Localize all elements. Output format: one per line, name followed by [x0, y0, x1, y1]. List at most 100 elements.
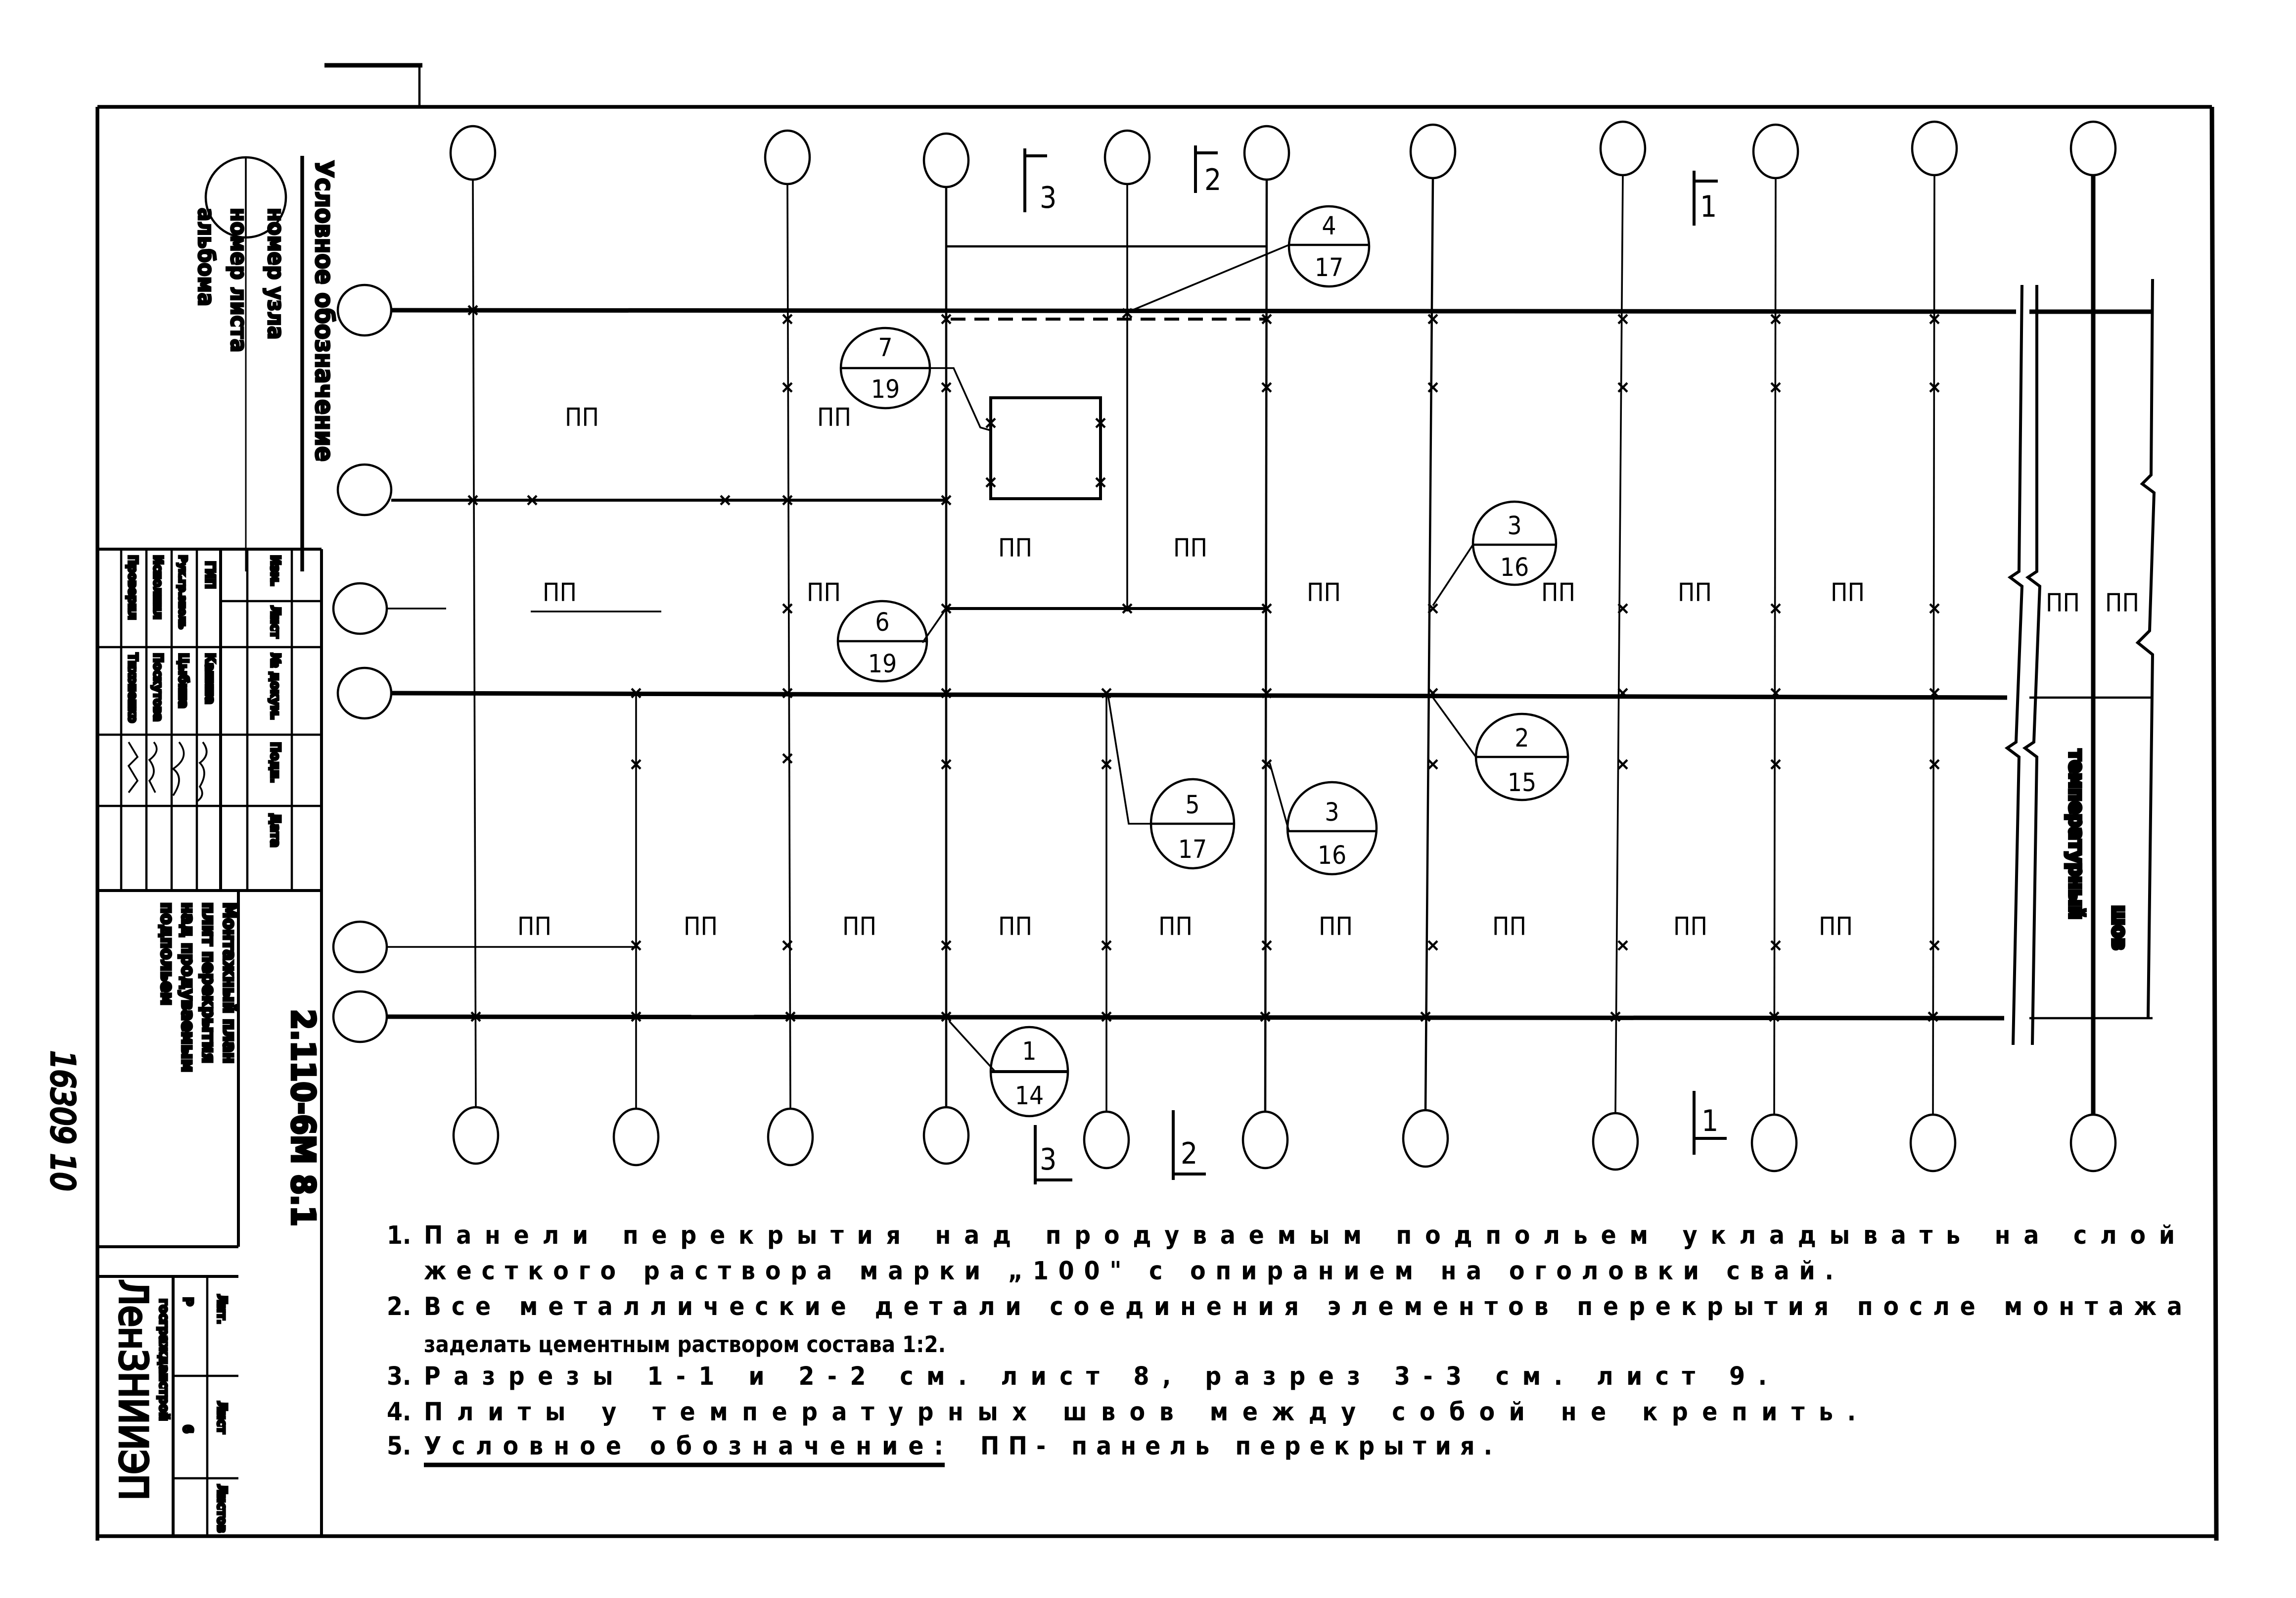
svg-text:1: 1 [1700, 189, 1717, 224]
note-5-text: ПП- панель перекрытия. [980, 1432, 1492, 1461]
sheets-label: Листов [214, 1484, 230, 1533]
top-pile-markers [449, 120, 2117, 188]
note-3-number: 3. [387, 1362, 411, 1391]
panel-label: ПП [684, 912, 718, 941]
weld-marks [467, 305, 1940, 1022]
note-1-text: Панели перекрытия над продуваемым подпол… [424, 1221, 2175, 1250]
svg-text:16: 16 [1500, 553, 1529, 582]
organization-sub: госгражданстрой [156, 1299, 172, 1421]
name-rukgr: Цыбина [176, 653, 191, 708]
callout-3-16-lower: 3 16 [1269, 762, 1378, 876]
svg-text:17: 17 [1178, 835, 1207, 864]
panel-label: ПП [998, 912, 1032, 941]
stage-value: Р [180, 1297, 195, 1306]
signatures [127, 741, 208, 802]
panel-label: ПП [1831, 578, 1865, 608]
temperature-joint: температурный шов [2004, 279, 2156, 1045]
legend-title: Условное обозначение [309, 160, 338, 462]
svg-text:плит перекрытия: плит перекрытия [198, 902, 219, 1063]
name-proveril: Тихоненко [125, 653, 140, 723]
panel-label: ПП [817, 403, 851, 432]
note-5-number: 5. [387, 1432, 411, 1461]
panel-label: ПП [1158, 912, 1193, 941]
panel-label: ПП [807, 578, 841, 608]
note-2-cont: заделать цементным раствором состава 1:2… [424, 1331, 946, 1358]
legend-bottom-label: номер листа [226, 208, 252, 352]
col-izm: Изм. [268, 555, 283, 587]
section-marks: 3 2 1 3 2 1 [1023, 145, 1727, 1184]
panel-label: ПП [1673, 912, 1707, 941]
column-axes [449, 120, 2117, 1173]
callout-2-15: 2 15 [1432, 697, 1569, 801]
callout-6-19: 6 19 [836, 600, 947, 683]
svg-text:над продуваемым: над продуваемым [178, 902, 198, 1072]
svg-text:7: 7 [878, 333, 892, 363]
note-3-text: Разрезы 1-1 и 2-2 см. лист 8, разрез 3-3… [424, 1362, 1767, 1391]
temperature-joint-label-1: температурный [2065, 750, 2089, 919]
svg-text:19: 19 [871, 375, 900, 404]
panel-label: ПП [842, 912, 876, 941]
svg-text:3: 3 [1040, 1142, 1056, 1177]
note-5-label: Условное обозначение: [424, 1432, 943, 1461]
svg-text:14: 14 [1015, 1081, 1044, 1111]
note-1-cont: жесткого раствора марки „100" с опирание… [424, 1257, 1834, 1286]
sheet-value: 6 [180, 1425, 195, 1433]
panel-label: ПП [1819, 912, 1853, 941]
col-date: Дата [268, 813, 283, 847]
name-ispolnil: Поскутова [150, 653, 165, 721]
legend-bottom-label-2: альбома [193, 208, 219, 306]
svg-text:1: 1 [1022, 1037, 1036, 1066]
signature-rukgr [171, 741, 185, 796]
svg-text:4: 4 [1322, 212, 1336, 241]
svg-text:1: 1 [1701, 1104, 1718, 1138]
panel-label: ПП [1307, 578, 1341, 608]
role-proveril: Проверил [125, 555, 140, 620]
archive-number: 16309 10 [44, 1051, 82, 1191]
svg-text:Монтажный план: Монтажный план [219, 902, 239, 1064]
svg-text:16: 16 [1318, 841, 1346, 870]
note-2-text: Все металлические детали соединения элем… [424, 1292, 2182, 1321]
panel-label: ПП [1492, 912, 1526, 941]
svg-text:6: 6 [875, 608, 889, 637]
name-gip: Канина [202, 653, 218, 704]
sheet-label: Лист [214, 1401, 230, 1434]
notes: 1. Панели перекрытия над продуваемым под… [387, 1221, 2182, 1467]
callout-4-17: 4 17 [1128, 205, 1371, 313]
callout-7-19: 7 19 [839, 327, 991, 431]
svg-text:2: 2 [1515, 724, 1529, 753]
svg-text:5: 5 [1185, 791, 1199, 820]
svg-text:подпольем: подпольем [157, 902, 177, 1005]
bottom-pile-markers [452, 1106, 2117, 1173]
stage-label: Лит. [214, 1294, 230, 1324]
panel-label: ПП [998, 534, 1032, 563]
svg-text:3: 3 [1325, 798, 1339, 827]
section-mark-1-top: 1 [1693, 171, 1718, 226]
legend: Условное обозначение номер узла номер ли… [192, 156, 339, 571]
panel-label: ПП [1173, 534, 1207, 563]
col-doc: № докум. [268, 653, 283, 720]
callout-1-14: 1 14 [948, 1020, 1069, 1118]
role-gip: ГИП [202, 561, 218, 589]
callout-5-17: 5 17 [1107, 694, 1236, 870]
temperature-joint-label-2: шов [2108, 905, 2132, 950]
organization: ЛенЗНИИЭП [110, 1279, 155, 1500]
panel-labels: ПП ПП ПП ПП ПП ПП ПП ПП ПП ПП ПП ПП ПП П… [517, 403, 2139, 941]
sheet-title: Монтажный план плит перекрытия над проду… [156, 901, 241, 1074]
drawing-code: 2.110-6М 8.1 [284, 1009, 322, 1226]
col-list: Лист [268, 606, 283, 638]
section-mark-2-top: 2 [1194, 145, 1221, 197]
node-callouts: 4 17 7 19 6 19 3 16 [836, 205, 1569, 1118]
panel-label: ПП [1319, 912, 1353, 941]
panel-label: ПП [2105, 589, 2139, 618]
note-4-text: Плиты у температурных швов между собой н… [424, 1398, 1856, 1427]
role-rukgr: Рук.гр.зполь [176, 555, 189, 629]
signature-proveril [127, 742, 139, 794]
svg-text:2: 2 [1204, 163, 1221, 197]
col-sign: Подп. [268, 742, 283, 783]
sheet-frame [95, 63, 2219, 1541]
section-mark-3-bottom: 3 [1034, 1125, 1072, 1184]
title-block: Изм. Лист № докум. Подп. Дата ГИП Канина… [43, 548, 323, 1536]
svg-text:15: 15 [1508, 768, 1536, 798]
role-ispolnil: Исполнил [150, 555, 165, 619]
